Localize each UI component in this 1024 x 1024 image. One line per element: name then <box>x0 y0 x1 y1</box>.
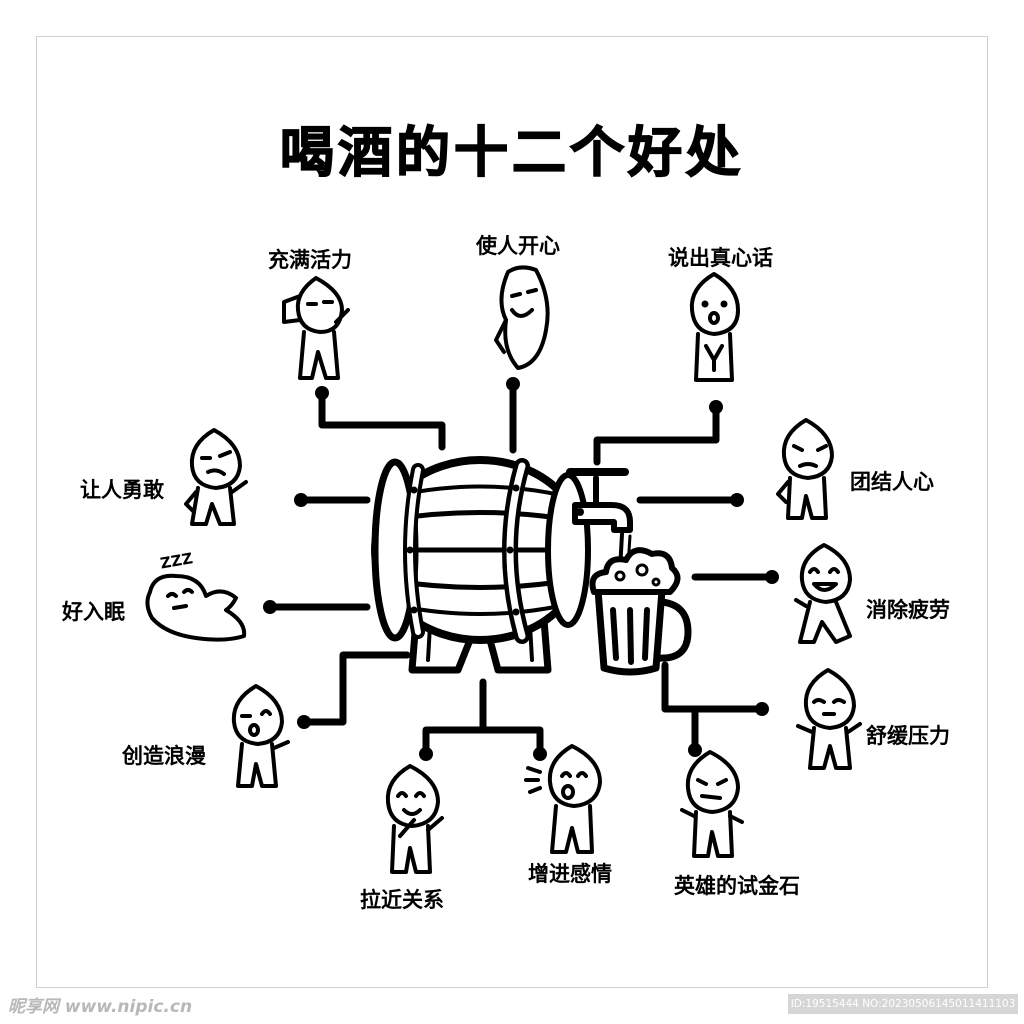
benefit-label-happy: 使人开心 <box>476 234 560 258</box>
character-brave-icon <box>184 428 248 526</box>
connector-fatigue <box>691 570 779 584</box>
connector-emotion-closer <box>419 678 547 761</box>
character-sleep-icon <box>145 573 247 642</box>
benefit-label-vitality: 充满活力 <box>268 248 352 272</box>
connector-vitality <box>315 386 446 451</box>
watermark-id: ID:19515444 NO:20230506145011411103 <box>788 994 1018 1014</box>
character-fatigue-icon <box>794 543 852 644</box>
connector-brave <box>294 493 371 507</box>
tap-icon <box>566 468 633 572</box>
benefit-label-romance: 创造浪漫 <box>122 744 206 768</box>
character-romance-icon <box>231 684 290 788</box>
benefit-label-closer: 拉近关系 <box>360 888 444 912</box>
benefit-label-brave: 让人勇敢 <box>80 478 164 502</box>
benefit-label-truth: 说出真心话 <box>668 246 773 270</box>
connector-happy <box>506 377 520 454</box>
connector-hero <box>688 705 702 757</box>
character-vitality-icon <box>282 276 350 380</box>
sleep-zzz-text: ZZZ <box>159 549 194 572</box>
benefit-label-unite: 团结人心 <box>850 470 934 494</box>
watermark-logo: 昵享网 www.nipic.cn <box>8 997 193 1017</box>
connector-truth <box>593 400 723 466</box>
character-closer-icon <box>385 764 444 874</box>
benefit-label-sleep: 好入眠 <box>62 600 125 624</box>
connector-unite <box>636 493 744 507</box>
character-truth-icon <box>689 272 740 382</box>
benefit-label-fatigue: 消除疲劳 <box>866 598 950 622</box>
character-unite-icon <box>776 418 834 520</box>
benefit-label-hero: 英雄的试金石 <box>674 874 800 898</box>
character-hero-icon <box>680 750 744 858</box>
character-emotion-icon <box>524 744 602 854</box>
connector-stress <box>661 661 769 716</box>
connector-sleep <box>263 600 371 614</box>
character-happy-icon <box>494 265 550 370</box>
page-title: 喝酒的十二个好处 <box>279 120 744 185</box>
character-stress-icon <box>796 668 862 770</box>
barrel-icon <box>371 456 591 674</box>
beer-mug-icon <box>589 547 692 676</box>
benefit-label-stress: 舒缓压力 <box>866 724 950 748</box>
benefit-label-emotion: 增进感情 <box>528 862 612 886</box>
connector-romance <box>297 651 411 729</box>
poster-frame <box>36 36 988 988</box>
